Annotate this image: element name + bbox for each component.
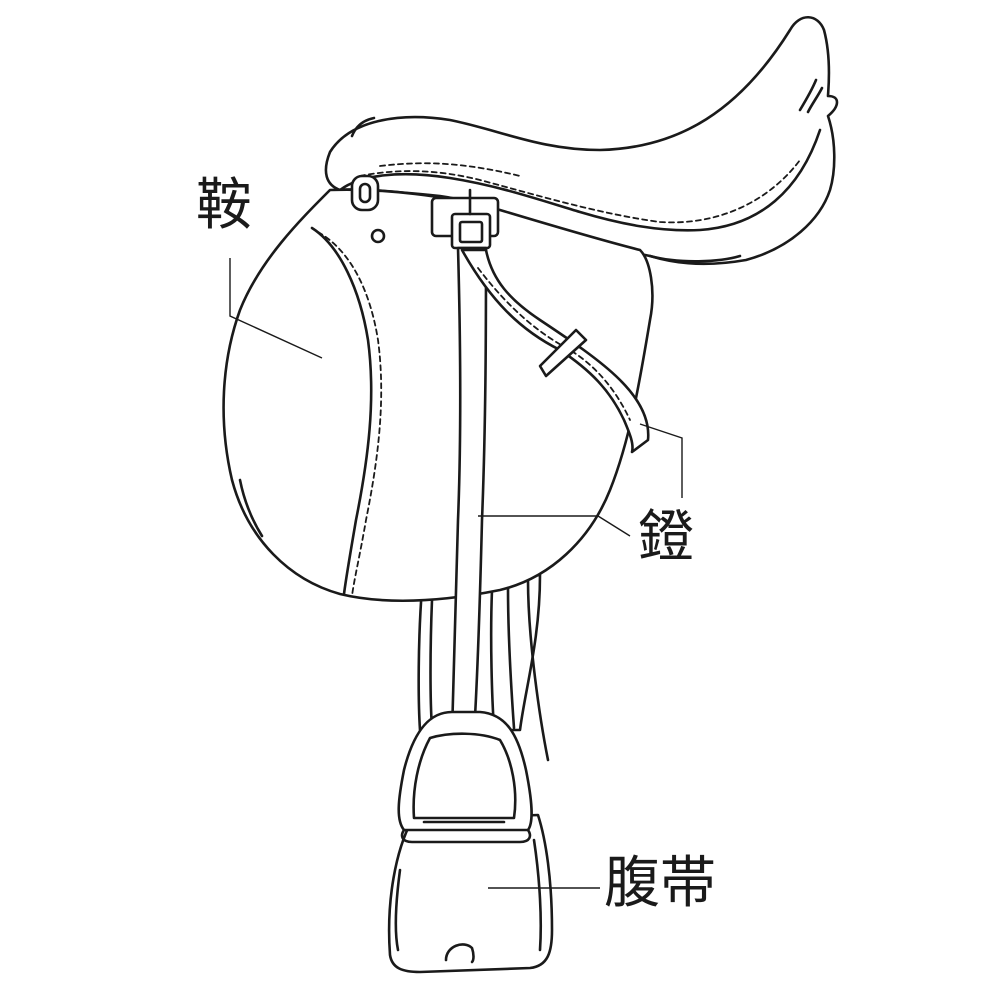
saddle-flap — [222, 188, 654, 602]
stirrup-iron — [397, 710, 533, 844]
label-girth: 腹帯 — [604, 851, 716, 916]
stud-icon — [370, 228, 386, 244]
d-ring-icon — [350, 174, 380, 212]
stirrup-bar — [430, 188, 500, 250]
girth-pad — [387, 813, 554, 974]
stirrup-leather — [450, 246, 650, 736]
leader-stirrup-leather — [639, 423, 683, 498]
label-saddle: 鞍 — [196, 173, 252, 238]
label-stirrup: 鐙 — [638, 505, 694, 570]
leader-stirrup-iron — [478, 515, 631, 537]
leader-saddle — [229, 258, 323, 359]
